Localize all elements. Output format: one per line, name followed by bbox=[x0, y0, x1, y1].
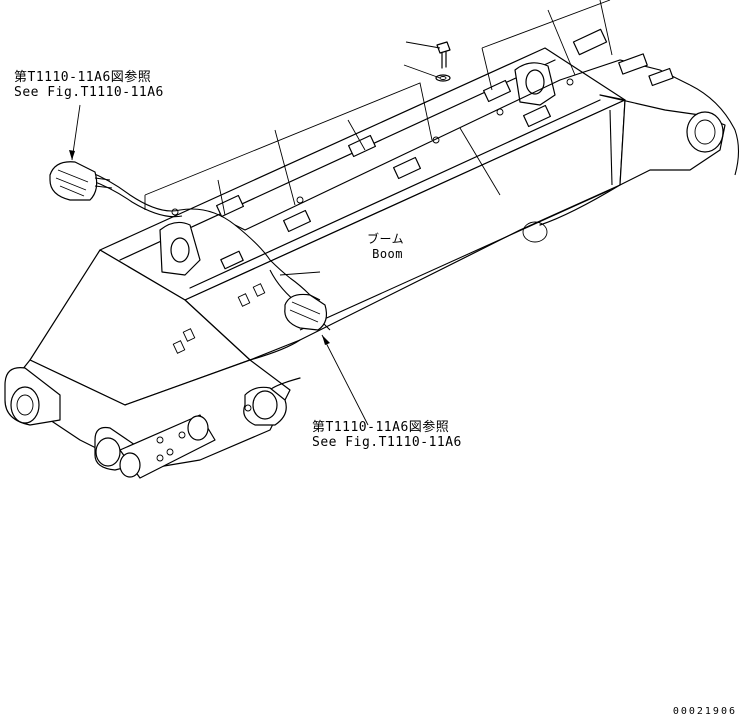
harness-clamps bbox=[215, 28, 674, 270]
work-lamp-boom bbox=[284, 293, 328, 331]
callout-bottom-en: See Fig.T1110-11A6 bbox=[312, 435, 462, 450]
boom-body bbox=[4, 47, 726, 479]
drawing-number: 00021906 bbox=[672, 706, 737, 717]
work-lamp-left bbox=[49, 161, 113, 201]
part-label-boom-jp: ブーム bbox=[367, 232, 405, 246]
part-label-boom-en: Boom bbox=[372, 247, 404, 261]
callout-top-left: 第T1110-11A6図参照 See Fig.T1110-11A6 bbox=[14, 70, 164, 100]
wiring-harness bbox=[89, 28, 740, 331]
callout-top-left-jp: 第T1110-11A6図参照 bbox=[14, 70, 152, 85]
callout-top-left-en: See Fig.T1110-11A6 bbox=[14, 85, 164, 100]
bolt-and-washer bbox=[435, 41, 451, 82]
leader-lines bbox=[69, 0, 613, 426]
callout-bottom: 第T1110-11A6図参照 See Fig.T1110-11A6 bbox=[312, 420, 462, 450]
part-label-boom: ブーム Boom bbox=[367, 232, 404, 262]
boom-top-lugs bbox=[159, 62, 556, 276]
callout-bottom-jp: 第T1110-11A6図参照 bbox=[312, 420, 450, 435]
